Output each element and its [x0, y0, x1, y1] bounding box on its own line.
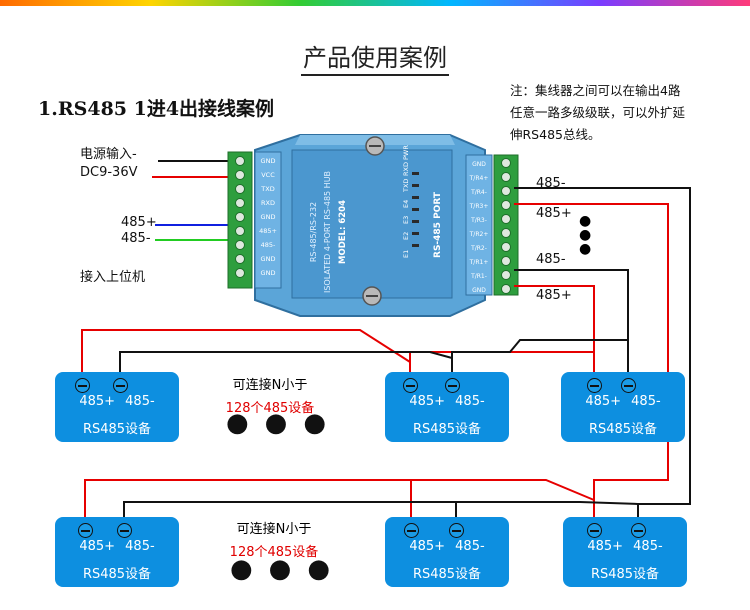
screw-terminal-icon — [404, 523, 419, 538]
power-input-label: 电源输入- — [80, 147, 137, 162]
svg-text:T/R4+: T/R4+ — [469, 175, 489, 182]
rs485-device: 485+ 485- RS485设备 — [561, 372, 685, 442]
device-name: RS485设备 — [82, 422, 152, 437]
connect-note-top: 可连接N小于 128个485设备 — [225, 378, 315, 416]
top-bus-plus — [81, 329, 411, 380]
page-title: 产品使用案例 — [0, 38, 750, 76]
bottom-bus-plus — [84, 479, 595, 525]
device-name: RS485设备 — [412, 567, 482, 582]
svg-text:E4: E4 — [402, 200, 410, 208]
hub-side-text-1: RS-485/RS-232 — [309, 202, 318, 262]
svg-text:GND: GND — [261, 213, 276, 221]
svg-text:GND: GND — [261, 157, 276, 165]
dc-voltage-label: DC9-36V — [80, 165, 138, 180]
port4-plus-label: 485+ — [536, 206, 572, 221]
screw-terminal-icon — [621, 378, 636, 393]
svg-text:RXD: RXD — [402, 162, 410, 176]
device-name: RS485设备 — [412, 422, 482, 437]
top-bus-minus-link — [451, 339, 628, 380]
svg-text:T/R2-: T/R2- — [470, 245, 487, 252]
svg-text:T/R4-: T/R4- — [470, 189, 487, 196]
host-485b-label: 485- — [121, 231, 151, 246]
svg-text:E1: E1 — [402, 250, 410, 258]
host-485a-label: 485+ — [121, 215, 157, 230]
rs485-device: 485+ 485- RS485设备 — [55, 517, 179, 587]
rs485-device: 485+ 485- RS485设备 — [385, 372, 509, 442]
rs485-hub: RS-485/RS-232 ISOLATED 4-PORT RS-485 HUB… — [227, 134, 519, 317]
svg-text:E3: E3 — [402, 216, 410, 224]
screw-terminal-icon — [587, 523, 602, 538]
svg-text:T/R2+: T/R2+ — [469, 231, 489, 238]
device-name: RS485设备 — [590, 567, 660, 582]
svg-text:VCC: VCC — [261, 171, 275, 179]
ellipsis-dots-bottom: ●●● — [230, 554, 347, 584]
screw-terminal-icon — [587, 378, 602, 393]
port1-minus-wire — [514, 269, 629, 380]
screw-terminal-icon — [117, 523, 132, 538]
device-name: RS485设备 — [82, 567, 152, 582]
device-pins: 485+ 485- — [409, 539, 485, 554]
device-pins: 485+ 485- — [585, 394, 661, 409]
port4-plus-wire — [514, 203, 669, 525]
rs485-device: 485+ 485- RS485设备 — [385, 517, 509, 587]
svg-text:T/R1-: T/R1- — [470, 273, 487, 280]
rs485-device: 485+ 485- RS485设备 — [563, 517, 687, 587]
device-pins: 485+ 485- — [79, 539, 155, 554]
screw-terminal-icon — [75, 378, 90, 393]
svg-text:TXD: TXD — [260, 185, 274, 193]
port4-minus-label: 485- — [536, 176, 566, 191]
svg-text:PWR: PWR — [402, 145, 410, 160]
port4-minus-wire — [514, 187, 691, 525]
svg-text:485+: 485+ — [259, 227, 277, 235]
svg-text:E2: E2 — [402, 232, 410, 240]
status-leds: E1 E2 E3 E4 TXD RXD PWR — [402, 145, 419, 258]
host-label: 接入上位机 — [80, 270, 146, 285]
svg-text:485-: 485- — [261, 241, 276, 249]
top-bus-minus — [119, 351, 453, 380]
svg-text:T/R3+: T/R3+ — [469, 203, 489, 210]
device-pins: 485+ 485- — [79, 394, 155, 409]
hub-side-text-2: ISOLATED 4-PORT RS-485 HUB — [323, 171, 332, 293]
hub-model: MODEL: 6204 — [338, 200, 348, 264]
port1-plus-wire — [514, 285, 595, 380]
screw-terminal-icon — [449, 523, 464, 538]
svg-text:GND: GND — [261, 269, 276, 277]
cascade-note: 注：集线器之间可以在输出4路 任意一路多级级联，可以外扩延 伸RS485总线。 — [510, 83, 686, 142]
svg-text:GND: GND — [261, 255, 276, 263]
device-name: RS485设备 — [588, 422, 658, 437]
connect-note-bottom: 可连接N小于 128个485设备 — [229, 522, 319, 560]
more-ports-dots: ●●● — [579, 213, 592, 257]
svg-text:GND: GND — [472, 161, 486, 168]
ellipsis-dots-top: ●●● — [226, 408, 343, 438]
section-subtitle: 1.RS485 1进4出接线案例 — [38, 98, 275, 120]
svg-text:T/R3-: T/R3- — [470, 217, 487, 224]
bottom-bus-minus — [123, 501, 639, 525]
top-color-strip — [0, 0, 750, 6]
port1-plus-label: 485+ — [536, 288, 572, 303]
svg-text:RXD: RXD — [261, 199, 275, 207]
device-pins: 485+ 485- — [409, 394, 485, 409]
port1-minus-label: 485- — [536, 252, 566, 267]
screw-terminal-icon — [403, 378, 418, 393]
port-label: RS-485 PORT — [433, 191, 443, 258]
svg-text:TXD: TXD — [402, 179, 410, 193]
rs485-device: 485+ 485- RS485设备 — [55, 372, 179, 442]
screw-terminal-icon — [113, 378, 128, 393]
screw-terminal-icon — [445, 378, 460, 393]
svg-text:T/R1+: T/R1+ — [469, 259, 489, 266]
svg-text:GND: GND — [472, 287, 486, 294]
screw-terminal-icon — [631, 523, 646, 538]
device-pins: 485+ 485- — [587, 539, 663, 554]
screw-terminal-icon — [78, 523, 93, 538]
